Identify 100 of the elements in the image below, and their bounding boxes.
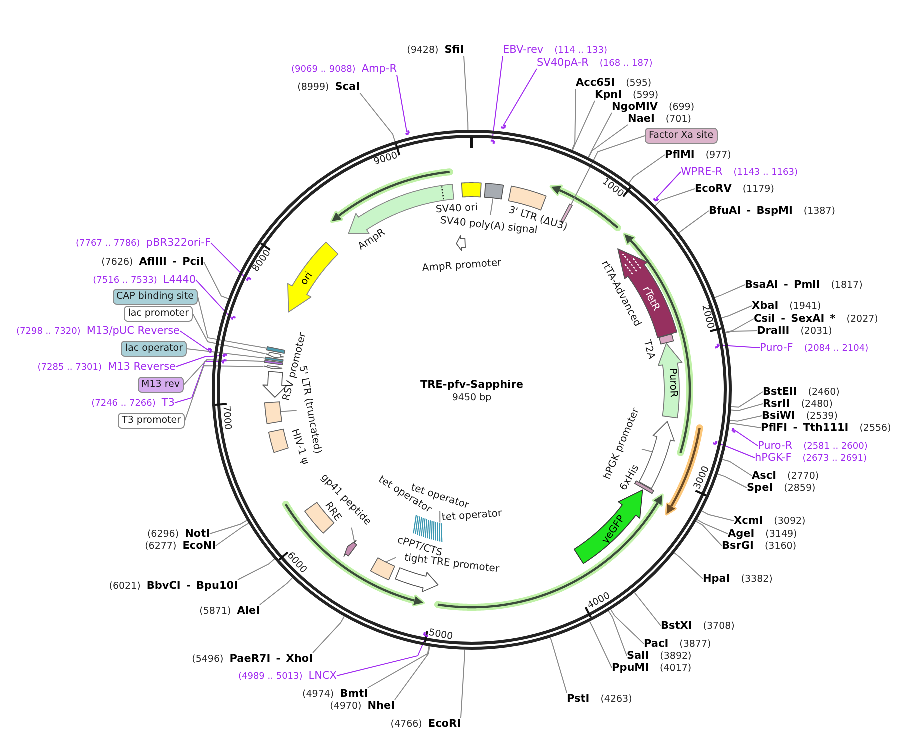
leader-line bbox=[396, 74, 408, 134]
cut-position: (4263) bbox=[600, 694, 632, 706]
scale-number: 9000 bbox=[372, 150, 400, 168]
feature-badge: Factor Xa site bbox=[645, 128, 718, 144]
leader-line bbox=[492, 56, 504, 140]
leader-line bbox=[174, 361, 223, 404]
cut-position: (3877) bbox=[680, 639, 712, 651]
feature-box bbox=[268, 428, 289, 454]
leader-line bbox=[460, 649, 466, 718]
feature-box bbox=[264, 356, 284, 363]
leader-line bbox=[696, 521, 722, 546]
leader-line bbox=[394, 646, 430, 700]
primer-mark bbox=[404, 130, 410, 136]
enzyme-name: CsiI - SexAI * bbox=[754, 313, 836, 325]
enzyme-name: AgeI bbox=[728, 528, 755, 540]
cut-position: (3382) bbox=[741, 574, 773, 586]
leader-line bbox=[719, 344, 760, 348]
enzyme-name: BstXI bbox=[661, 620, 692, 632]
primer-name: Puro-F bbox=[760, 342, 794, 354]
feature-box bbox=[264, 402, 283, 424]
leader-line bbox=[368, 646, 430, 688]
leader-line bbox=[714, 284, 746, 298]
enzyme-name: RsrII bbox=[763, 398, 790, 410]
cut-position: (599) bbox=[633, 90, 659, 102]
leader-line bbox=[734, 430, 758, 446]
cut-position: (3892) bbox=[660, 651, 692, 663]
cut-position: (4970) bbox=[330, 701, 362, 713]
leader-line bbox=[386, 557, 397, 562]
primer-mark bbox=[423, 631, 430, 638]
primer-mark bbox=[231, 316, 237, 321]
leader-line bbox=[210, 520, 248, 534]
feature-label: AmpR promoter bbox=[422, 258, 502, 274]
leader-line bbox=[192, 314, 266, 354]
feature-block bbox=[395, 568, 439, 592]
enzyme-name: AleI bbox=[237, 605, 260, 617]
leader-line bbox=[176, 355, 224, 368]
primer-name: L4440 bbox=[163, 274, 196, 286]
leader-line bbox=[196, 280, 232, 318]
enzyme-name: EcoNI bbox=[182, 540, 216, 552]
feature-label: T2A bbox=[641, 339, 657, 361]
leader-line bbox=[184, 360, 265, 386]
primer-name: hPGK-F bbox=[755, 452, 792, 464]
primer-mark bbox=[732, 427, 737, 433]
primer-mark bbox=[500, 124, 506, 130]
enzyme-name: BbvCI - Bpu10I bbox=[146, 580, 238, 592]
cut-position: (3149) bbox=[766, 529, 798, 541]
cut-position: (3092) bbox=[774, 516, 806, 528]
cut-position: (7626) bbox=[102, 257, 134, 269]
feature-badge: lac operator bbox=[121, 341, 187, 357]
primer-range: (2084 .. 2104) bbox=[804, 343, 869, 355]
primer-range: (7516 .. 7533) bbox=[93, 275, 158, 287]
leader-line bbox=[730, 392, 764, 408]
scale-number: 2000 bbox=[699, 304, 716, 331]
leader-line bbox=[184, 366, 264, 422]
leader-line bbox=[588, 112, 612, 158]
leader-line bbox=[655, 188, 696, 206]
feature-badge: lac promoter bbox=[124, 306, 193, 322]
plasmid-name: TRE-pfv-Sapphire bbox=[420, 379, 524, 391]
cut-position: (595) bbox=[626, 78, 652, 90]
enzyme-name: NaeI bbox=[628, 113, 655, 125]
enzyme-name: SfiI bbox=[444, 44, 464, 56]
leader-line bbox=[656, 172, 682, 200]
leader-line bbox=[572, 100, 596, 151]
feature-badge: M13 rev bbox=[138, 377, 184, 393]
enzyme-name: HpaI bbox=[703, 573, 730, 585]
scale-number: 3000 bbox=[692, 464, 712, 492]
leader-line bbox=[717, 442, 756, 458]
cut-position: (2027) bbox=[846, 314, 878, 326]
feature-label: PuroR bbox=[667, 368, 679, 398]
enzyme-name: AflIII - PciI bbox=[139, 256, 204, 268]
enzyme-name: BstEII bbox=[763, 386, 798, 398]
enzyme-name: DraIII bbox=[757, 325, 790, 337]
enzyme-name: BsiWI bbox=[762, 410, 796, 422]
enzyme-name: Acc65I bbox=[576, 77, 616, 89]
cut-position: (3708) bbox=[703, 621, 735, 633]
leader-line bbox=[180, 330, 210, 352]
primer-name: T3 bbox=[162, 397, 175, 409]
leader-line bbox=[678, 210, 710, 234]
primer-name: pBR322ori-F bbox=[146, 237, 211, 249]
leader-line bbox=[502, 68, 538, 127]
cut-position: (9428) bbox=[407, 45, 439, 57]
leader-line bbox=[628, 154, 666, 184]
feature-block bbox=[344, 540, 358, 558]
cut-position: (699) bbox=[669, 102, 695, 114]
feature-label: rTetR bbox=[640, 285, 662, 313]
leader-line bbox=[186, 348, 266, 359]
scale-number: 4000 bbox=[585, 591, 612, 612]
feature-box bbox=[461, 182, 482, 198]
enzyme-name: AscI bbox=[752, 470, 777, 482]
leader-line bbox=[696, 519, 728, 534]
feature-box bbox=[264, 360, 284, 366]
plasmid-length: 9450 bp bbox=[452, 392, 492, 404]
leader-line bbox=[674, 552, 704, 580]
feature-block bbox=[266, 352, 284, 358]
primer-name: M13 Reverse bbox=[108, 361, 176, 373]
primer-mark bbox=[712, 440, 718, 446]
leader-line bbox=[351, 527, 356, 544]
primer-mark bbox=[207, 348, 212, 354]
leader-line bbox=[572, 88, 576, 151]
cut-position: (1387) bbox=[804, 206, 836, 218]
